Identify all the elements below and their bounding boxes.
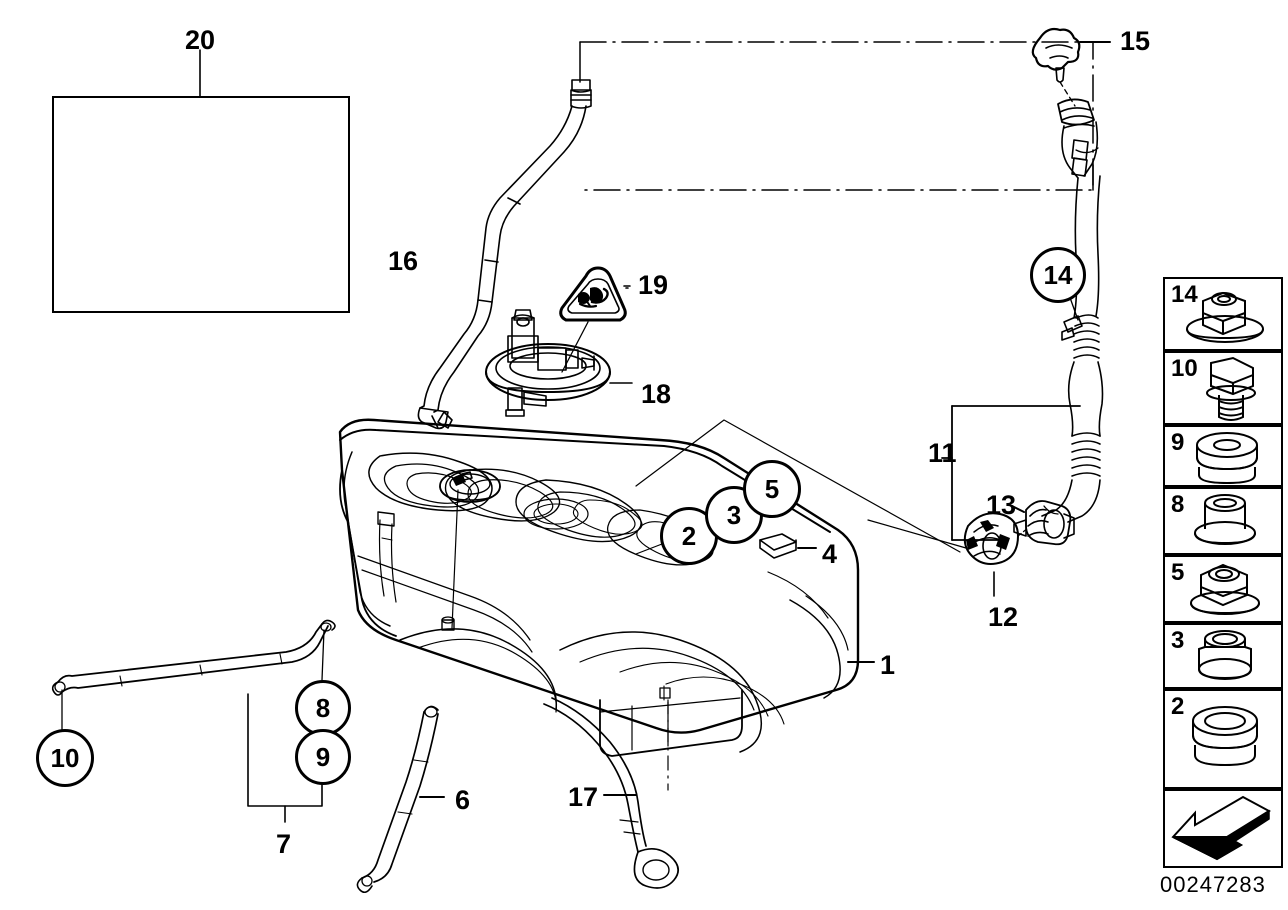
part-18-vent-valve	[485, 309, 611, 417]
link-12-tank	[867, 519, 967, 549]
callout-12: 12	[988, 602, 1019, 632]
callout-6: 6	[455, 785, 471, 815]
hex-flange-nut-icon	[1186, 291, 1264, 343]
leader-19-to-18	[561, 321, 589, 373]
part-15-filler-cap	[1031, 27, 1081, 83]
callout-20: 20	[185, 25, 216, 55]
sidebar-cell-5	[1163, 555, 1283, 623]
part-6-strap	[356, 705, 439, 894]
sidebar-num-10: 10	[1171, 355, 1198, 382]
part-11-filler-pipe	[1041, 98, 1104, 523]
dash-dot-link-stubs	[579, 41, 1094, 191]
circled-callout-8: 8	[295, 680, 351, 736]
tank-top-nub	[441, 616, 455, 631]
callout-1: 1	[880, 650, 896, 680]
sidebar-cell-2	[1163, 689, 1283, 789]
sidebar-num-14: 14	[1171, 281, 1198, 308]
sleeve-bush-icon	[1194, 494, 1256, 545]
sidebar-cell-14	[1163, 277, 1283, 351]
callout-11: 11	[928, 438, 957, 468]
sidebar-num-9: 9	[1171, 429, 1185, 456]
hex-bolt-icon	[1206, 356, 1256, 421]
leader-15-to-neck	[1059, 81, 1076, 107]
part-19-warning-label	[559, 266, 627, 322]
hex-flange-nut-small-icon	[1190, 563, 1260, 615]
callout-17: 17	[568, 782, 599, 812]
callout-18: 18	[641, 379, 672, 409]
callout-4: 4	[822, 539, 838, 569]
leader-c2	[635, 543, 663, 555]
circled-callout-14: 14	[1030, 247, 1086, 303]
direction-of-travel-arrow-icon	[1171, 795, 1271, 861]
part-12-grommet	[963, 512, 1019, 565]
callout-15: 15	[1120, 26, 1151, 56]
inset-box-20	[52, 96, 350, 313]
part-16-vent-hose	[417, 79, 592, 430]
sidebar-cell-9	[1163, 425, 1283, 487]
sidebar-num-5: 5	[1171, 559, 1185, 586]
callout-7: 7	[276, 829, 292, 859]
tank-centerline	[451, 489, 459, 629]
sidebar-num-2: 2	[1171, 693, 1185, 720]
sidebar-cell-direction-arrow	[1163, 789, 1283, 868]
callout-13: 13	[986, 490, 1017, 520]
circled-callout-5: 5	[743, 460, 801, 518]
part-4-pad	[759, 533, 797, 559]
callout-16: 16	[388, 246, 419, 276]
diagram-number: 00247283	[1160, 872, 1266, 897]
circled-callout-9: 9	[295, 729, 351, 785]
sidebar-cell-3	[1163, 623, 1283, 689]
rubber-grommet-icon	[1192, 706, 1258, 767]
rubber-mount-bush-icon	[1196, 432, 1258, 485]
part-17-ground-cable	[543, 697, 679, 889]
sidebar-num-3: 3	[1171, 627, 1185, 654]
part-7-strap	[51, 619, 336, 696]
circled-callout-10: 10	[36, 729, 94, 787]
sidebar-cell-10	[1163, 351, 1283, 425]
sidebar-cell-8	[1163, 487, 1283, 555]
link-13-12	[1017, 527, 1029, 537]
leader-19	[623, 285, 631, 289]
sidebar-num-8: 8	[1171, 491, 1185, 518]
spacer-sleeve-icon	[1198, 630, 1252, 680]
part-13-connector	[1013, 500, 1075, 546]
dash-dot-link	[579, 41, 1094, 191]
callout-19: 19	[638, 270, 669, 300]
leader-c8	[321, 629, 325, 681]
